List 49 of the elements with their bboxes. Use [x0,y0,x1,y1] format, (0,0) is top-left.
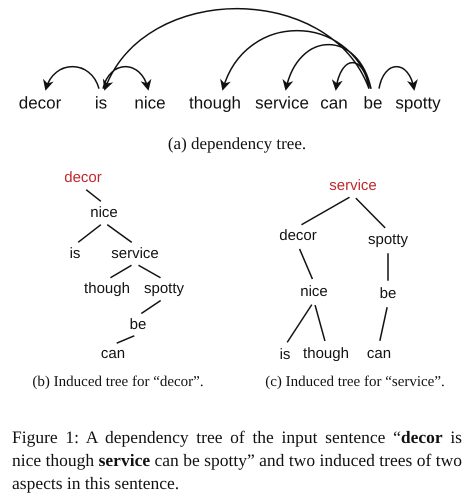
tree-branch [298,248,314,280]
tree-branch [78,224,102,243]
word: is [280,346,290,364]
word: is [70,246,80,262]
word: is [94,94,108,114]
word: though [303,346,349,362]
word: be [364,94,382,114]
word: though [189,94,241,114]
word: spotty [395,94,441,114]
subfigure-caption: (b) Induced tree for “decor”. [32,374,204,391]
word: service [255,94,309,114]
dependency-arrow [44,66,100,91]
dependency-arrow [221,30,372,91]
word: be [380,286,396,302]
word: service [111,246,159,262]
tree-branch [301,196,350,226]
tree-branch [314,304,326,342]
word: can [366,346,392,362]
tree-branch [140,300,162,314]
aspect-word: decor [64,170,102,186]
dependency-arrow [104,8,370,91]
word: spotty [368,232,408,248]
figure-caption: Figure 1: A dependency tree of the input sentence “decor is nice though service can be spotty” and two induced trees of two aspects in this sentence. [12,426,462,494]
tree-branch [86,189,102,202]
word: decor [18,94,62,114]
subfigure-caption: (c) Induced tree for “service”. [265,374,445,391]
word: nice [134,94,166,114]
subfigure-caption: (a) dependency tree. [168,134,306,154]
word: nice [300,284,328,300]
aspect-word: service [329,178,377,194]
dependency-arrow [283,44,372,91]
word: can [320,94,348,114]
word: spotty [144,280,184,298]
dependency-arrow [102,66,151,91]
tree-branch [286,304,312,343]
word: can [100,346,126,362]
word: though [84,280,130,298]
tree-branch [106,224,132,243]
tree-branch [387,253,389,281]
tree-branch [355,198,386,228]
tree-branch [116,335,135,344]
word: decor [279,228,317,244]
tree-branch [379,307,388,341]
word: nice [90,204,118,222]
dependency-arrow [378,66,418,91]
tree-branch [110,264,132,278]
dependency-arrow [332,62,370,91]
tree-branch [138,264,161,278]
word: be [130,316,146,334]
